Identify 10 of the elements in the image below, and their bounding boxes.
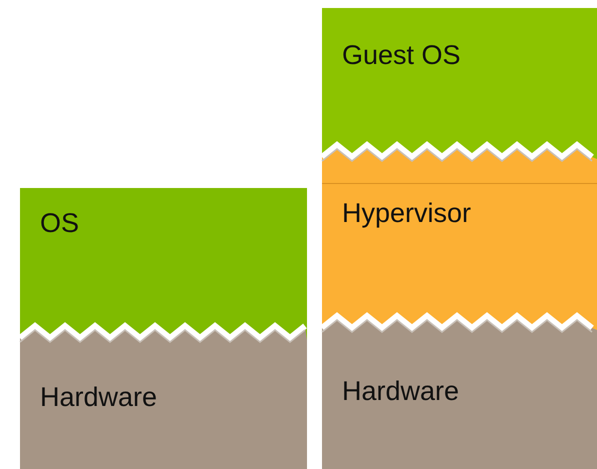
layer-block xyxy=(322,159,597,314)
layer-label: OS xyxy=(40,208,80,239)
layer-block xyxy=(322,8,597,143)
layer-label: Hypervisor xyxy=(342,198,472,229)
layer-block xyxy=(20,340,307,469)
layer-block xyxy=(322,330,597,469)
layer-label: Guest OS xyxy=(342,40,461,71)
layer-block xyxy=(20,188,307,324)
layer-label: Hardware xyxy=(40,382,158,413)
layer-label: Hardware xyxy=(342,376,460,407)
